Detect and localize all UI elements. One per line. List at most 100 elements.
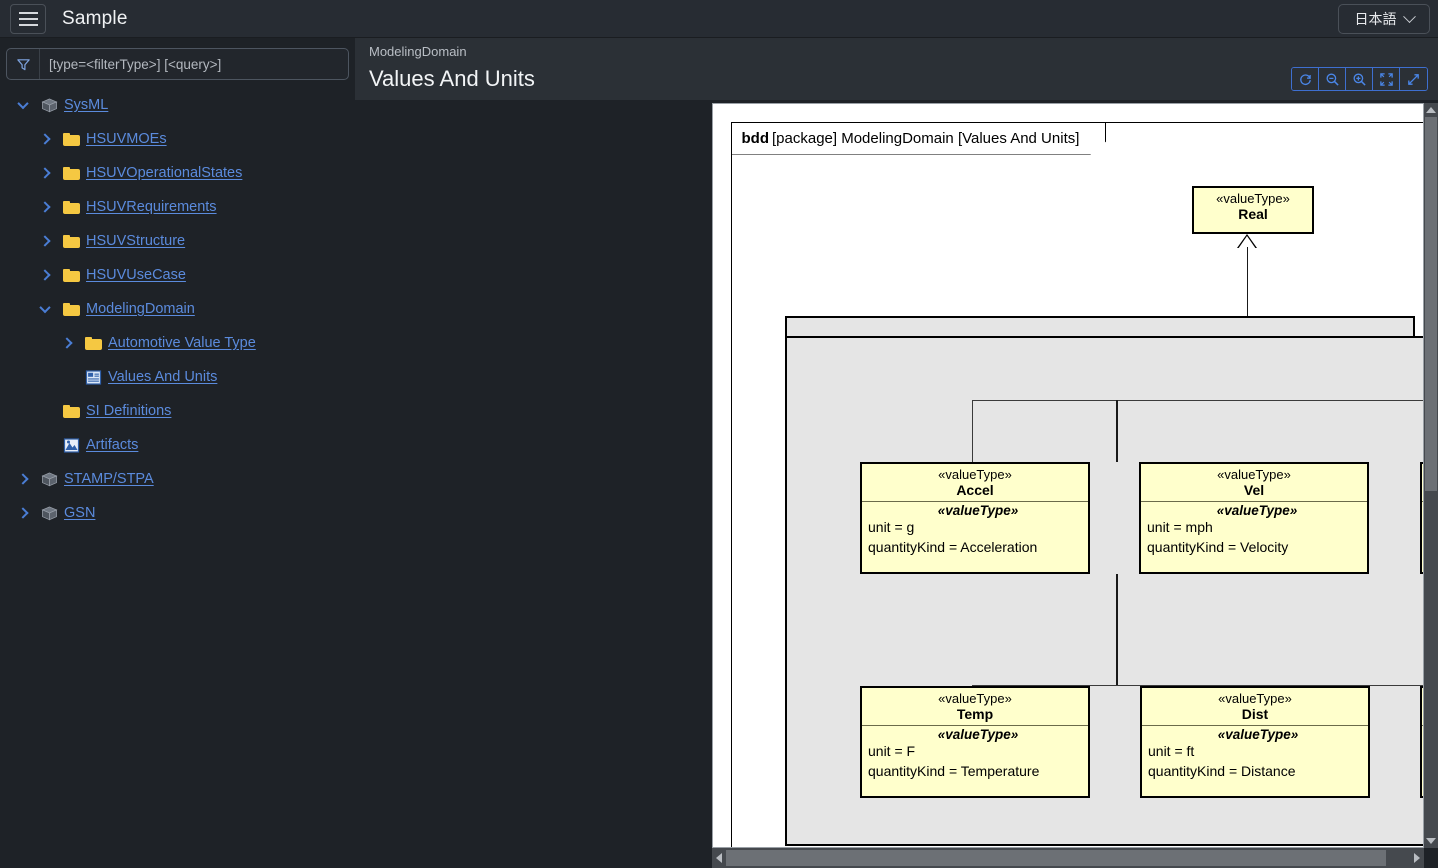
- expand-diagonal-button[interactable]: [1400, 68, 1427, 90]
- main-body: SysML HSUVMOEsHSUVOperationalStatesHSUVRe…: [0, 38, 1438, 868]
- zoom-in-button[interactable]: [1346, 68, 1373, 90]
- diagram-horizontal-scrollbar[interactable]: [712, 848, 1424, 868]
- sidebar-item-label[interactable]: Values And Units: [108, 369, 218, 385]
- block-dist[interactable]: «valueType» Dist «valueType» unit = ft q…: [1140, 686, 1370, 798]
- block-temp[interactable]: «valueType» Temp «valueType» unit = F qu…: [860, 686, 1090, 798]
- sidebar-item-hsuvusecase[interactable]: HSUVUseCase: [2, 258, 355, 292]
- scroll-up-arrow-icon[interactable]: [1424, 103, 1438, 117]
- chevron-right-icon[interactable]: [32, 269, 58, 281]
- block-accel[interactable]: «valueType» Accel «valueType» unit = g q…: [860, 462, 1090, 574]
- sidebar-item-label[interactable]: ModelingDomain: [86, 301, 195, 317]
- chevron-down-icon[interactable]: [32, 301, 58, 314]
- sidebar-item-sysml[interactable]: SysML: [2, 88, 355, 122]
- diagram-frame: bdd[package] ModelingDomain [Values And …: [731, 122, 1423, 847]
- chevron-right-icon[interactable]: [10, 473, 36, 485]
- artifacts-icon: [63, 437, 79, 453]
- vertical-scroll-thumb[interactable]: [1425, 117, 1437, 491]
- sidebar-item-label[interactable]: HSUVOperationalStates: [86, 165, 243, 181]
- sidebar-item-si-definitions[interactable]: SI Definitions: [2, 394, 355, 428]
- sidebar-item-label[interactable]: HSUVRequirements: [86, 199, 217, 215]
- sidebar-item-hsuvmoes[interactable]: HSUVMOEs: [2, 122, 355, 156]
- tree-item-icon: [80, 369, 106, 385]
- zoom-out-button[interactable]: [1319, 68, 1346, 90]
- block-real-stereotype: «valueType»: [1216, 191, 1290, 206]
- folder-icon: [62, 166, 80, 180]
- sidebar-item-label[interactable]: HSUVUseCase: [86, 267, 186, 283]
- folder-icon: [84, 336, 102, 350]
- diagram-vertical-scrollbar[interactable]: [1424, 103, 1438, 848]
- diagram-panel: ModelingDomain Values And Units: [355, 38, 1438, 868]
- block-accel-compartment: «valueType» unit = g quantityKind = Acce…: [862, 501, 1088, 561]
- block-vel-quantitykind: quantityKind = Velocity: [1147, 538, 1289, 555]
- sidebar-item-label[interactable]: Automotive Value Type: [108, 335, 256, 351]
- block-dist-quantitykind: quantityKind = Distance: [1148, 762, 1296, 779]
- diagram-toolbar: [1291, 67, 1428, 91]
- diagram-canvas[interactable]: bdd[package] ModelingDomain [Values And …: [712, 103, 1424, 848]
- sidebar-item-hsuvrequirements[interactable]: HSUVRequirements: [2, 190, 355, 224]
- sidebar-item-values-and-units[interactable]: Values And Units: [2, 360, 355, 394]
- block-vel-unit: unit = mph: [1147, 519, 1213, 535]
- sidebar-item-stamp-stpa[interactable]: STAMP/STPA: [2, 462, 355, 496]
- filter-input[interactable]: [40, 56, 348, 72]
- generalization-arrowhead-fill: [1238, 236, 1256, 249]
- sidebar-item-label[interactable]: HSUVStructure: [86, 233, 186, 249]
- block-dist-compartment: «valueType» unit = ft quantityKind = Dis…: [1142, 725, 1368, 785]
- sidebar-item-gsn[interactable]: GSN: [2, 496, 355, 530]
- model-explorer-sidebar: SysML HSUVMOEsHSUVOperationalStatesHSUVRe…: [0, 38, 355, 868]
- chevron-right-icon[interactable]: [32, 201, 58, 213]
- top-bar: Sample 日本語: [0, 0, 1438, 38]
- chevron-right-icon[interactable]: [10, 507, 36, 519]
- scroll-right-arrow-icon[interactable]: [1410, 848, 1424, 868]
- sidebar-item-label[interactable]: SysML: [64, 97, 109, 113]
- scroll-down-arrow-icon[interactable]: [1424, 834, 1438, 848]
- diagram-icon: [85, 369, 101, 385]
- hamburger-bar: [18, 23, 38, 26]
- sidebar-item-label[interactable]: HSUVMOEs: [86, 131, 167, 147]
- tree-spine-lower: [1116, 574, 1118, 686]
- sidebar-item-modelingdomain[interactable]: ModelingDomain: [2, 292, 355, 326]
- fit-screen-button[interactable]: [1373, 68, 1400, 90]
- chevron-right-icon[interactable]: [54, 337, 80, 349]
- sidebar-item-label[interactable]: STAMP/STPA: [64, 471, 154, 487]
- block-horsepwr[interactable]: «valueType» Horsepwr «valueType» unit = …: [1420, 462, 1423, 574]
- sidebar-item-automotive-value-type[interactable]: Automotive Value Type: [2, 326, 355, 360]
- sidebar-item-hsuvoperationalstates[interactable]: HSUVOperationalStates: [2, 156, 355, 190]
- package-cube-icon: [41, 506, 57, 520]
- frame-kind: bdd: [741, 129, 769, 147]
- block-accel-name: Accel: [956, 482, 994, 498]
- block-time[interactable]: «valueType» Time «valueType» unit = sec …: [1420, 686, 1423, 798]
- horizontal-scroll-thumb[interactable]: [726, 850, 1386, 866]
- block-temp-quantitykind: quantityKind = Temperature: [868, 762, 1040, 779]
- folder-icon: [62, 234, 80, 248]
- tree-item-icon: [58, 268, 84, 282]
- sidebar-item-label[interactable]: Artifacts: [86, 437, 139, 453]
- tree-item-icon: [36, 506, 62, 521]
- block-real[interactable]: «valueType» Real: [1192, 186, 1314, 234]
- block-vel-name: Vel: [1243, 482, 1265, 498]
- block-vel[interactable]: «valueType» Vel «valueType» unit = mph q…: [1139, 462, 1369, 574]
- folder-icon: [62, 302, 80, 316]
- block-vel-compartment: «valueType» unit = mph quantityKind = Ve…: [1141, 501, 1367, 561]
- block-accel-compartment-stereotype: «valueType»: [937, 503, 1019, 518]
- sidebar-item-artifacts[interactable]: Artifacts: [2, 428, 355, 462]
- tree-branch-row1: [972, 400, 1423, 402]
- tree-branch-row2: [972, 685, 1423, 687]
- tree-item-icon: [58, 302, 84, 316]
- block-accel-stereotype: «valueType»: [938, 467, 1012, 482]
- filter-icon: [7, 49, 40, 79]
- block-dist-stereotype: «valueType»: [1218, 691, 1292, 706]
- scroll-left-arrow-icon[interactable]: [712, 848, 726, 868]
- sidebar-item-hsuvstructure[interactable]: HSUVStructure: [2, 224, 355, 258]
- sidebar-item-label[interactable]: SI Definitions: [86, 403, 172, 419]
- sidebar-item-label[interactable]: GSN: [64, 505, 96, 521]
- refresh-button[interactable]: [1292, 68, 1319, 90]
- language-selector[interactable]: 日本語: [1338, 4, 1430, 34]
- chevron-right-icon[interactable]: [32, 235, 58, 247]
- hamburger-menu-icon[interactable]: [10, 3, 46, 34]
- chevron-right-icon[interactable]: [32, 133, 58, 145]
- breadcrumb: ModelingDomain: [369, 44, 467, 59]
- tree-item-icon: [36, 472, 62, 487]
- chevron-down-icon[interactable]: [10, 97, 36, 110]
- chevron-right-icon[interactable]: [32, 167, 58, 179]
